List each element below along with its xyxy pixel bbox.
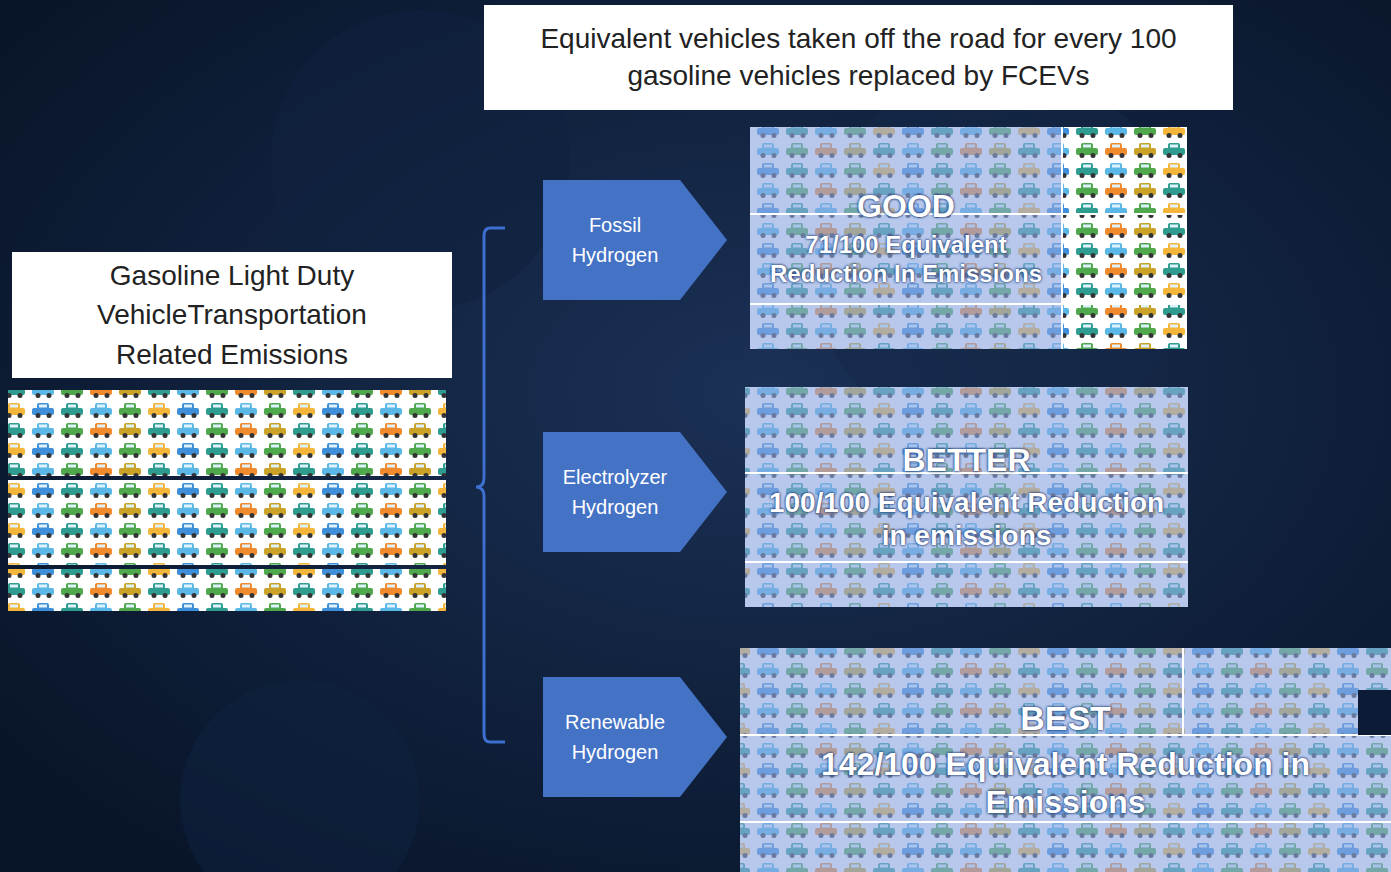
arrow-label: Electrolyzer Hydrogen: [545, 462, 685, 522]
car-grid: [745, 387, 1188, 607]
car-grid: [8, 390, 446, 611]
rating-heading: GOOD: [857, 187, 955, 225]
rating-text: 71/100 Equivalent Reduction In Emissions: [756, 231, 1056, 289]
pentagon-shape: [543, 677, 727, 797]
rating-heading: BETTER: [903, 441, 1031, 479]
title-box: Equivalent vehicles taken off the road f…: [484, 5, 1233, 110]
background-bubble: [180, 680, 420, 872]
arrow-box: Fossil Hydrogen: [543, 180, 727, 300]
arrow-box: Electrolyzer Hydrogen: [543, 432, 727, 552]
box-label: Gasoline Light Duty VehicleTransportatio…: [72, 256, 392, 374]
bracket: [476, 228, 505, 742]
pentagon-shape: [543, 432, 727, 552]
result-box: BEST 142/100 Equivalent Reduction in Emis…: [740, 648, 1391, 872]
result-box: GOOD 71/100 Equivalent Reduction In Emiss…: [750, 127, 1187, 349]
pentagon-shape: [543, 180, 727, 300]
arrow-label: Renewable Hydrogen: [545, 707, 685, 767]
title-text: Equivalent vehicles taken off the road f…: [499, 21, 1219, 94]
rating-heading: BEST: [1020, 698, 1111, 739]
label-box: Gasoline Light Duty VehicleTransportatio…: [12, 252, 452, 378]
rating-text: 100/100 Equivalent Reduction in emission…: [757, 486, 1177, 553]
rating-text: 142/100 Equivalent Reduction in Emission…: [766, 745, 1366, 822]
car-grid: [740, 648, 1391, 872]
arrow-label: Fossil Hydrogen: [545, 210, 685, 270]
result-box: BETTER 100/100 Equivalent Reduction in em…: [745, 387, 1188, 607]
car-grid: [750, 127, 1187, 349]
arrow-box: Renewable Hydrogen: [543, 677, 727, 797]
